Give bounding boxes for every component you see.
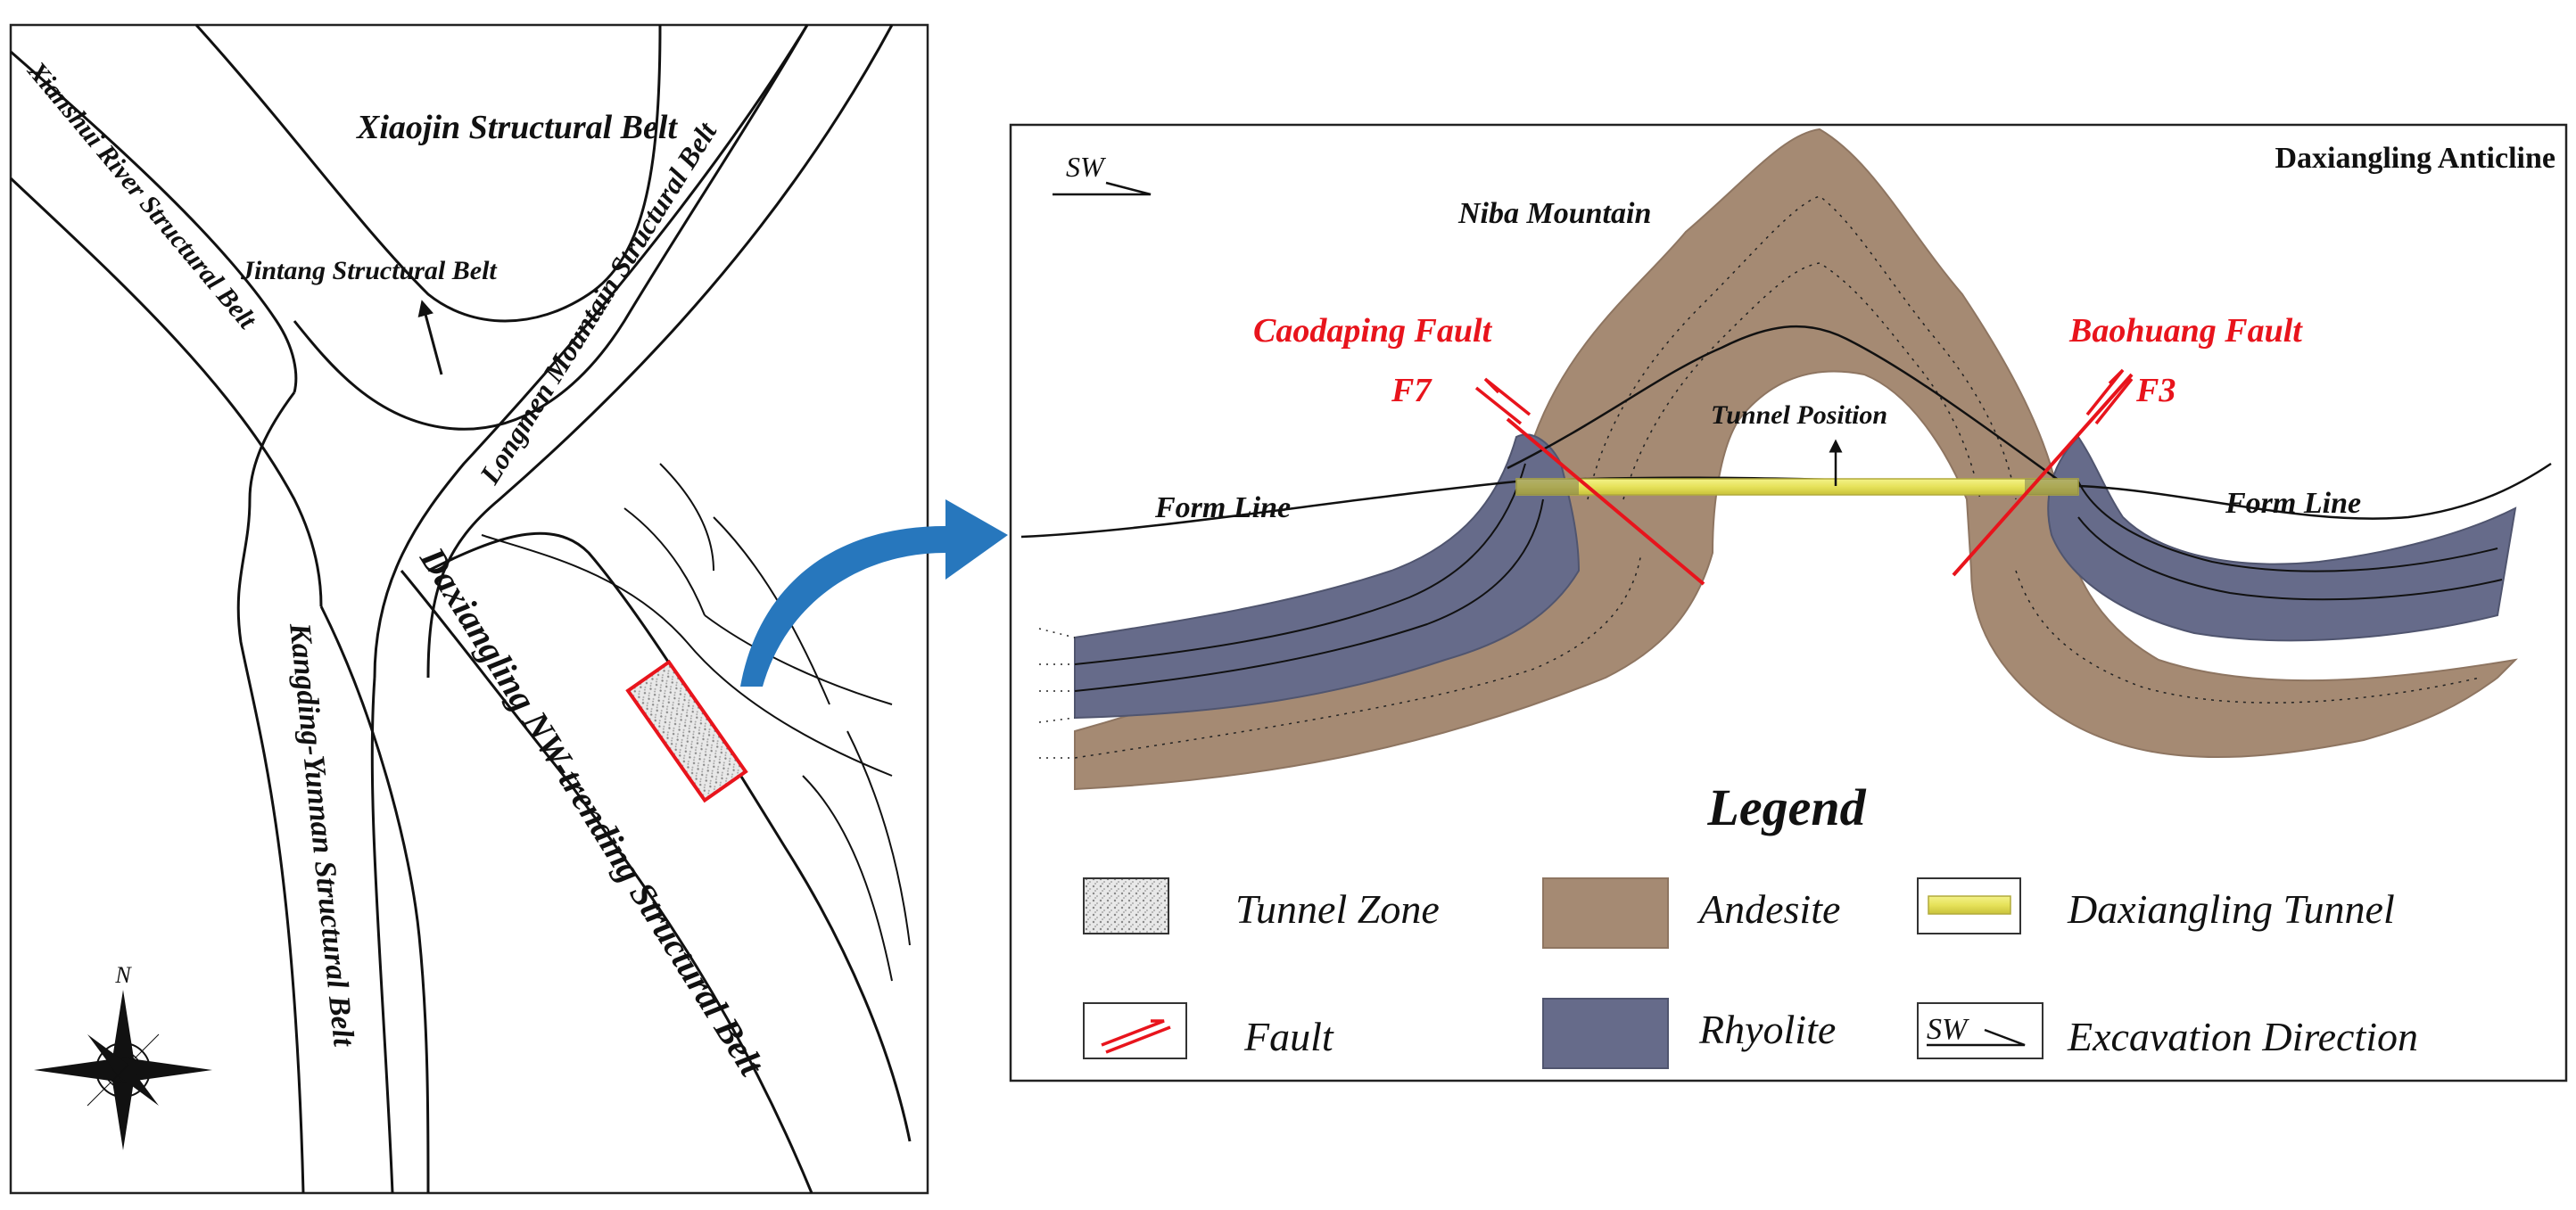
excavation-direction-swatch xyxy=(1917,1002,2043,1059)
legend-label-rhyolite: Rhyolite xyxy=(1698,1007,1836,1052)
andesite-swatch xyxy=(1542,877,1669,949)
direction-label: SW xyxy=(1066,151,1107,183)
excavation-swatch-arrow xyxy=(1927,1028,2026,1047)
label-xiaojin: Xiaojin Structural Belt xyxy=(356,109,678,146)
compass-n-label: N xyxy=(114,962,132,988)
tunnel-shadow-right xyxy=(2025,479,2078,495)
andesite-contours xyxy=(1074,195,2481,759)
legend-label-daxiangling-tunnel: Daxiangling Tunnel xyxy=(2067,886,2395,932)
rhyolite-swatch xyxy=(1542,998,1669,1069)
fault-lines xyxy=(1506,373,2134,586)
tunnel-zone-marker xyxy=(625,659,748,803)
tunnel-zone-swatch xyxy=(1083,877,1169,934)
rhyolite-contours xyxy=(1074,463,2503,692)
daxiangling-tunnel xyxy=(1515,478,2079,496)
rhyolite-left xyxy=(1074,433,1581,720)
fault-swatch xyxy=(1101,1019,1171,1054)
excavation-swatch-text: SW xyxy=(1927,1013,1969,1046)
direction-indicator: SW xyxy=(1053,151,1152,196)
label-fault-f7: F7 xyxy=(1391,372,1432,409)
tunnel-swatch xyxy=(1928,895,2011,915)
legend-label-andesite: Andesite xyxy=(1697,886,1840,932)
label-form-line-left: Form Line xyxy=(1154,491,1291,524)
legend: Legend Tunnel Zone Andesite Daxiangling … xyxy=(1083,778,2418,1069)
legend-title: Legend xyxy=(1706,778,1866,836)
label-jintang: Jintang Structural Belt xyxy=(240,256,498,285)
cross-section: Tunnel Position Daxiangling Anticline SW… xyxy=(1009,123,2568,1082)
legend-label-fault: Fault xyxy=(1243,1014,1334,1059)
label-form-line-right: Form Line xyxy=(2225,487,2361,520)
legend-label-excavation-direction: Excavation Direction xyxy=(2067,1014,2418,1059)
label-niba-mountain: Niba Mountain xyxy=(1457,197,1651,230)
rhyolite-right xyxy=(2047,435,2517,642)
tunnel-shadow-left xyxy=(1516,479,1579,495)
legend-label-tunnel-zone: Tunnel Zone xyxy=(1235,886,1440,932)
fold-line xyxy=(1507,325,2061,483)
jintang-pointer-line xyxy=(417,300,443,375)
label-fault-f3: F3 xyxy=(2135,372,2176,409)
label-baohuang-fault: Baohuang Fault xyxy=(2068,312,2303,350)
fault-motion-arrows xyxy=(1474,368,2134,425)
left-tails xyxy=(1038,628,1076,759)
label-caodaping-fault: Caodaping Fault xyxy=(1253,312,1493,350)
pointer-arrow-icon xyxy=(740,499,1008,687)
label-tunnel-position: Tunnel Position xyxy=(1711,400,1887,430)
compass-rose-icon: N xyxy=(34,962,212,1150)
section-title: Daxiangling Anticline xyxy=(2275,142,2555,175)
